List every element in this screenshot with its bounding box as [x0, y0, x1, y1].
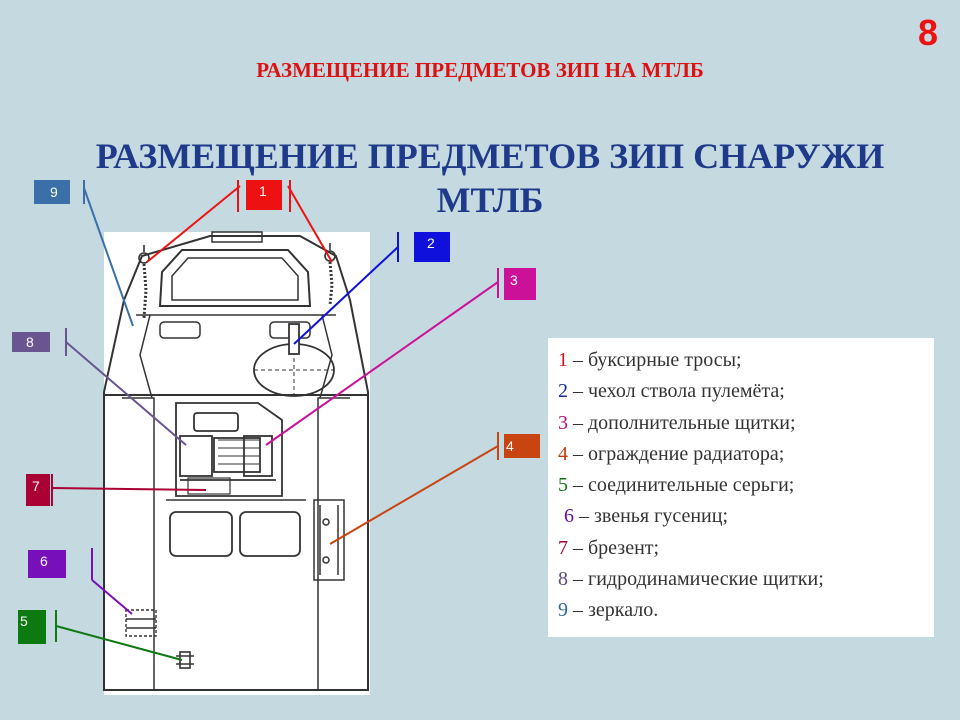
callout-2-label: 2: [427, 235, 435, 251]
legend-text: – соединительные серьги;: [568, 474, 795, 497]
legend-item: 6 – звенья гусениц;: [558, 501, 924, 532]
callout-9: 9: [34, 180, 70, 204]
legend-text: – зеркало.: [568, 599, 659, 622]
callout-6-label: 6: [40, 553, 48, 569]
legend-number: 4: [558, 442, 568, 465]
callout-9-label: 9: [50, 184, 58, 200]
callout-2: 2: [414, 232, 450, 262]
slide-subtitle: РАЗМЕЩЕНИЕ ПРЕДМЕТОВ ЗИП НА МТЛБ: [256, 58, 704, 82]
legend-number: 6: [564, 505, 574, 528]
towing-ropes: [138, 243, 336, 319]
callout-4-label: 4: [506, 438, 514, 454]
legend-text: – звенья гусениц;: [574, 505, 728, 528]
callout-7-label: 7: [32, 478, 40, 494]
callout-1: 1: [246, 180, 282, 210]
legend-text: – ограждение радиатора;: [568, 442, 785, 465]
legend-item: 9 – зеркало.: [558, 595, 924, 626]
callout-6: 6: [28, 550, 66, 578]
legend-number: 2: [558, 380, 568, 403]
legend-number: 3: [558, 411, 568, 434]
callout-5-label: 5: [20, 613, 28, 629]
radiator-guard: [313, 499, 345, 581]
legend-text: – брезент;: [568, 536, 660, 559]
engine-block: [175, 402, 283, 497]
leader-lines: [51, 185, 499, 661]
slide-title-line-1: РАЗМЕЩЕНИЕ ПРЕДМЕТОВ ЗИП СНАРУЖИ: [95, 136, 885, 176]
callout-8-label: 8: [26, 334, 34, 350]
cab-window: [158, 231, 312, 307]
legend-number: 1: [558, 349, 568, 371]
legend-item: 3 – дополнительные щитки;: [558, 408, 924, 439]
legend-text: – чехол ствола пулемёта;: [568, 380, 785, 403]
legend-item: 8 – гидродинамические щитки;: [558, 564, 924, 595]
callout-1-label: 1: [259, 183, 267, 199]
callout-5: 5: [18, 610, 46, 644]
vehicle-hull: [103, 235, 369, 691]
slide-title-line-2: МТЛБ: [436, 180, 544, 220]
legend-item: 7 – брезент;: [558, 533, 924, 564]
rear-window-right: [239, 511, 301, 557]
legend-item: 4 – ограждение радиатора;: [558, 439, 924, 470]
callout-3: 3: [504, 268, 536, 300]
callout-8: 8: [12, 332, 50, 352]
callout-7: 7: [26, 474, 50, 506]
rear-window-left: [169, 511, 233, 557]
callout-4: 4: [504, 434, 540, 458]
legend-item: 5 – соединительные серьги;: [558, 470, 924, 501]
legend-number: 7: [558, 536, 568, 559]
slide-number: 8: [917, 12, 938, 53]
legend-number: 5: [558, 474, 568, 497]
callout-3-label: 3: [510, 272, 518, 288]
legend-item: 2 – чехол ствола пулемёта;: [558, 376, 924, 407]
callout-ticks: [51, 180, 499, 642]
legend-text: – буксирные тросы;: [568, 349, 742, 371]
front-hatch-left: [159, 321, 201, 339]
track-links: [125, 609, 157, 637]
legend-number: 9: [558, 599, 568, 622]
legend-item: 1 – буксирные тросы;: [558, 345, 924, 376]
legend-text: – дополнительные щитки;: [568, 411, 796, 434]
legend-number: 8: [558, 568, 568, 591]
legend-text: – гидродинамические щитки;: [568, 568, 824, 591]
legend-box: 1 – буксирные тросы;2 – чехол ствола пул…: [548, 338, 934, 637]
slide-title: РАЗМЕЩЕНИЕ ПРЕДМЕТОВ ЗИП СНАРУЖИ МТЛБ: [60, 134, 920, 222]
